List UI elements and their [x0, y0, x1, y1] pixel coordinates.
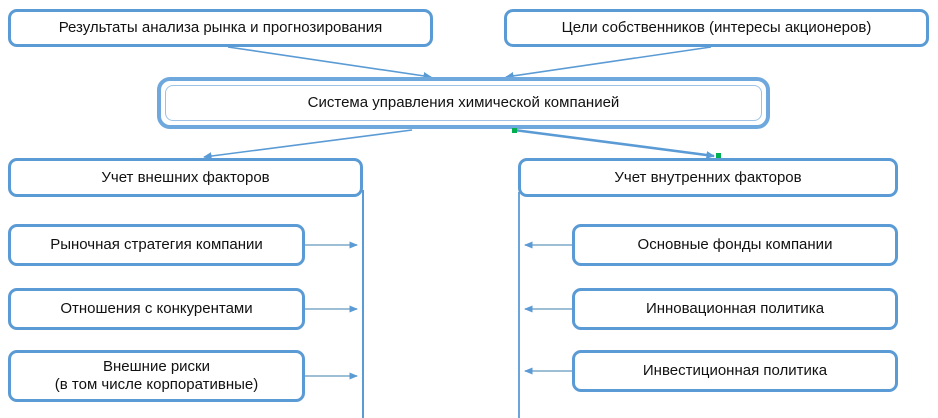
selection-handle-dot — [716, 153, 721, 158]
node-owner-goals[interactable]: Цели собственников (интересы акционеров) — [504, 9, 929, 47]
connector-internal-spine — [518, 192, 572, 418]
node-market-analysis-label: Результаты анализа рынка и прогнозирован… — [58, 19, 383, 37]
node-external-item[interactable]: Внешние риски (в том числе корпоративные… — [8, 350, 305, 402]
node-external-item[interactable]: Рыночная стратегия компании — [8, 224, 305, 266]
node-external-item-label: Отношения с конкурентами — [60, 300, 253, 318]
connector-market-to-central — [227, 46, 432, 80]
node-central-system[interactable]: Система управления химической компанией — [157, 77, 770, 129]
connector-central-to-internal — [513, 128, 715, 159]
node-internal-factors-header-label: Учет внутренних факторов — [614, 168, 802, 186]
node-internal-item[interactable]: Инвестиционная политика — [572, 350, 898, 392]
selection-handle-dot — [512, 128, 517, 133]
node-internal-item-label: Основные фонды компании — [637, 236, 833, 254]
node-market-analysis[interactable]: Результаты анализа рынка и прогнозирован… — [8, 9, 433, 47]
node-external-factors-header[interactable]: Учет внешних факторов — [8, 158, 363, 197]
node-external-factors-header-label: Учет внешних факторов — [101, 168, 270, 186]
node-external-item-label: Внешние риски (в том числе корпоративные… — [54, 358, 259, 393]
node-external-item-label: Рыночная стратегия компании — [50, 236, 263, 254]
central-inner-frame: Система управления химической компанией — [165, 85, 762, 121]
connector-central-to-external — [203, 129, 413, 160]
node-external-item[interactable]: Отношения с конкурентами — [8, 288, 305, 330]
node-internal-item[interactable]: Инновационная политика — [572, 288, 898, 330]
node-internal-item[interactable]: Основные фонды компании — [572, 224, 898, 266]
node-internal-item-label: Инновационная политика — [645, 300, 825, 318]
connector-owners-to-central — [505, 46, 712, 80]
node-internal-item-label: Инвестиционная политика — [642, 362, 828, 380]
node-owner-goals-label: Цели собственников (интересы акционеров) — [561, 19, 872, 37]
node-central-system-label: Система управления химической компанией — [307, 94, 620, 112]
node-internal-factors-header[interactable]: Учет внутренних факторов — [518, 158, 898, 197]
connector-external-spine — [305, 190, 364, 418]
